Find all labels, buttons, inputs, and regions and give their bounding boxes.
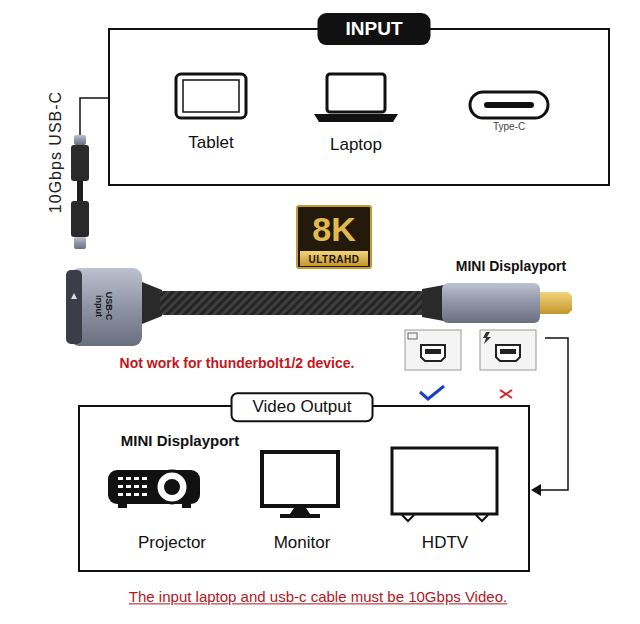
projector-vent — [126, 477, 131, 480]
port-card — [405, 330, 461, 370]
device-label: Tablet — [185, 132, 236, 154]
mini-dp-port-pins — [500, 349, 516, 354]
badge-band — [300, 251, 368, 266]
device-label: Projector — [135, 532, 209, 554]
cable-label: 10Gbps USB-C — [47, 91, 65, 213]
hdtv-icon — [392, 448, 497, 514]
port-label: USB-C input — [94, 288, 115, 324]
port-label: Type-C — [490, 120, 528, 134]
device-label: Monitor — [271, 532, 334, 554]
mini-dp-plug — [442, 283, 540, 323]
projector-vent — [134, 477, 139, 480]
mini-dp-port-pins — [425, 349, 441, 354]
projector-vent — [118, 493, 123, 496]
type-c-port-tongue — [484, 102, 534, 108]
device-label: Projector — [135, 532, 209, 554]
projector-icon — [108, 470, 200, 504]
output-panel: Video OutputMINI DisplayportProjectorMon… — [78, 405, 530, 572]
type-c-port-icon — [470, 92, 548, 118]
projector-vent — [126, 493, 131, 496]
panel-subheading: MINI Displayport — [121, 432, 239, 449]
warning-note: Not work for thunderbolt1/2 device. — [120, 355, 355, 371]
projector-vent — [134, 485, 139, 488]
check-mark — [420, 386, 444, 399]
mini-dp-tip — [540, 292, 572, 314]
leader-line — [80, 98, 108, 135]
usb-c-plug — [71, 201, 89, 237]
device-label: Laptop — [327, 134, 385, 156]
tablet-icon — [176, 74, 246, 118]
adapter-neck — [142, 282, 162, 324]
leader-line — [538, 338, 568, 490]
arrow-head — [531, 484, 541, 496]
projector-vent — [134, 493, 139, 496]
projector-lens-core — [164, 479, 180, 495]
badge — [297, 206, 371, 268]
warning-note: The input laptop and usb-c cable must be… — [129, 588, 507, 605]
dp-symbol — [408, 333, 417, 339]
usb-c-plug-tip — [74, 237, 86, 249]
device-label: HDTV — [419, 532, 471, 554]
device-label: Tablet — [185, 132, 236, 154]
monitor-stand — [290, 508, 310, 514]
laptop-base — [314, 114, 398, 122]
port-card — [480, 330, 536, 370]
usb-c-plug — [71, 145, 89, 181]
cable — [77, 181, 83, 201]
device-label: Laptop — [327, 134, 385, 156]
projector-foot — [118, 504, 127, 508]
thunderbolt-symbol — [483, 332, 491, 344]
hdtv-feet — [402, 515, 488, 521]
mini-dp-port — [496, 345, 520, 361]
projector-vent — [118, 485, 123, 488]
adapter-face — [66, 270, 82, 344]
monitor-base — [280, 514, 320, 518]
projector-lens — [156, 471, 188, 503]
monitor-icon — [262, 452, 338, 506]
usb-c-plug-tip — [74, 135, 86, 145]
projector-vent — [142, 493, 147, 496]
adapter-arrow — [71, 293, 77, 299]
projector-vent — [118, 477, 123, 480]
connector-label: MINI Displayport — [456, 258, 566, 274]
panel-heading: Video Output — [231, 392, 374, 422]
plug-relief — [422, 285, 444, 321]
tablet-screen — [183, 80, 239, 112]
device-label: Monitor — [271, 532, 334, 554]
projector-vent — [126, 485, 131, 488]
projector-vent — [142, 485, 147, 488]
port-label: Type-C — [490, 120, 528, 134]
device-label: HDTV — [419, 532, 471, 554]
mini-dp-port — [421, 345, 445, 361]
panel-heading: INPUT — [318, 13, 431, 45]
badge-text: 8K — [312, 212, 355, 246]
laptop-icon — [327, 74, 385, 112]
cross-mark — [500, 390, 512, 398]
input-panel: INPUTTabletLaptopType-C — [108, 28, 610, 186]
badge-text: ULTRAHD — [308, 254, 359, 265]
projector-vent — [142, 477, 147, 480]
projector-foot — [182, 504, 191, 508]
braided-cable — [160, 291, 424, 315]
